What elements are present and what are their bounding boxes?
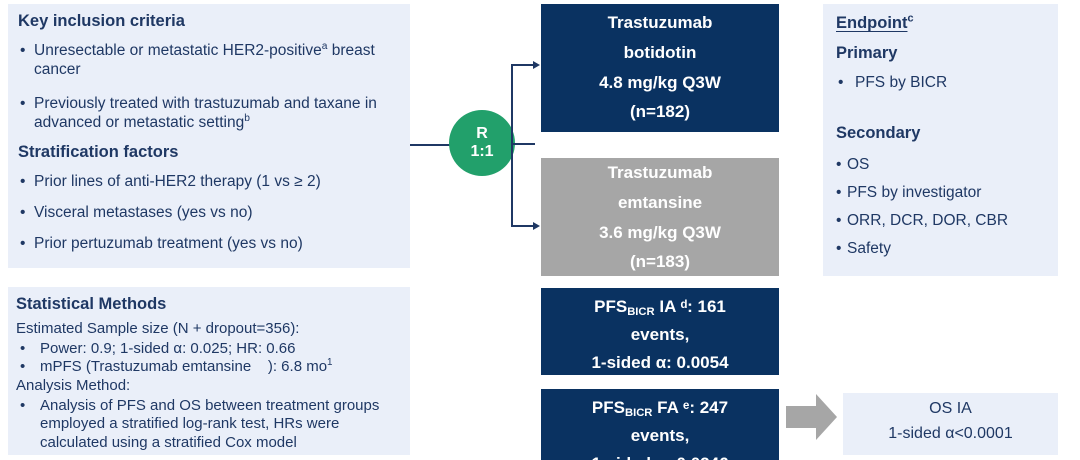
bullet-icon: • <box>20 42 26 59</box>
pfs-fa-subscript: BICR <box>624 407 653 419</box>
os-ia-line-2: 1-sided α<0.0001 <box>888 425 1013 442</box>
arm-1-line-1: emtansine <box>617 192 703 212</box>
connector-trunk-vertical <box>511 64 513 227</box>
stratification-item-0: • Prior lines of anti-HER2 therapy (1 vs… <box>20 173 398 192</box>
block-arrow-icon <box>786 394 837 440</box>
sample-bullet-0: • Power: 0.9; 1-sided α: 0.025; HR: 0.66 <box>20 340 404 358</box>
stratification-item-1-label: Visceral metastases (yes vs no) <box>34 204 253 221</box>
pfs-fa-line-1: PFSBICR FA ᵉ: 247 <box>541 394 779 422</box>
bullet-icon: • <box>836 156 842 173</box>
arm-0-line-3: (n=182) <box>630 102 690 122</box>
inclusion-item-0: • Unresectable or metastatic HER2-positi… <box>20 40 398 80</box>
bullet-icon: • <box>20 95 26 112</box>
bullet-icon: • <box>836 184 842 201</box>
pfs-ia-line-2: events, <box>630 325 690 345</box>
pfs-interim-analysis-box: PFSBICR IA ᵈ: 161 events, 1-sided α: 0.0… <box>541 288 779 375</box>
pfs-fa-line-2: events, <box>630 426 690 446</box>
bullet-icon: • <box>20 204 26 221</box>
arrowhead-top-icon <box>533 61 540 69</box>
pfs-fa-suffix: FA ᵉ: 247 <box>652 398 729 417</box>
analysis-method-line: Analysis Method: <box>16 377 131 394</box>
bullet-icon: • <box>20 235 26 252</box>
randomization-ratio: 1:1 <box>470 143 494 160</box>
secondary-endpoint-item-0-label: OS <box>847 156 870 173</box>
connector-trunk-horizontal <box>513 143 535 145</box>
bullet-icon: • <box>20 340 26 357</box>
arrowhead-bottom-icon <box>533 222 540 230</box>
bullet-icon: • <box>20 397 26 414</box>
arm-0-line-2: 4.8 mg/kg Q3W <box>599 72 721 92</box>
inclusion-criteria-panel <box>8 4 410 268</box>
bullet-icon: • <box>20 173 26 190</box>
inclusion-item-1-label: Previously treated with trastuzumab and … <box>34 95 377 131</box>
bullet-icon: • <box>838 74 844 91</box>
treatment-arm-control: Trastuzumab emtansine 3.6 mg/kg Q3W (n=1… <box>541 158 779 276</box>
stratification-item-2-label: Prior pertuzumab treatment (yes vs no) <box>34 235 303 252</box>
pfs-ia-suffix: IA ᵈ: 161 <box>654 297 726 316</box>
stratification-item-2: • Prior pertuzumab treatment (yes vs no) <box>20 235 398 254</box>
bullet-icon: • <box>836 212 842 229</box>
pfs-ia-line-1: PFSBICR IA ᵈ: 161 <box>541 293 779 321</box>
pfs-final-analysis-box: PFSBICR FA ᵉ: 247 events, 1-sided α: 0.0… <box>541 389 779 460</box>
secondary-endpoint-item-0: • OS <box>836 156 1054 175</box>
pfs-ia-subscript: BICR <box>627 306 655 318</box>
arm-1-line-2: 3.6 mg/kg Q3W <box>599 222 721 242</box>
sample-bullet-0-label: Power: 0.9; 1-sided α: 0.025; HR: 0.66 <box>40 340 296 357</box>
connector-branch-bottom <box>511 225 535 227</box>
pfs-fa-line-3: 1-sided α: 0.0246 <box>541 450 779 460</box>
secondary-endpoint-item-2-label: ORR, DCR, DOR, CBR <box>847 212 1009 229</box>
arm-1-line-3: (n=183) <box>630 252 690 272</box>
secondary-endpoint-item-1-label: PFS by investigator <box>847 184 982 201</box>
statistical-methods-heading: Statistical Methods <box>16 295 167 313</box>
endpoint-title: Endpointc <box>836 12 914 33</box>
endpoint-title-label: Endpoint <box>836 14 908 32</box>
analysis-bullet-0-label: Analysis of PFS and OS between treatment… <box>40 397 380 451</box>
secondary-endpoint-item-2: • ORR, DCR, DOR, CBR <box>836 212 1054 231</box>
pfs-ia-line-3: 1-sided α: 0.0054 <box>591 353 729 373</box>
arm-0-line-1: botidotin <box>623 42 697 62</box>
inclusion-item-0-label: Unresectable or metastatic HER2-positive… <box>34 40 375 78</box>
analysis-bullet-0: • Analysis of PFS and OS between treatme… <box>20 397 404 452</box>
pfs-ia-prefix: PFS <box>594 297 628 316</box>
sample-bullet-1-label: mPFS (Trastuzumab emtansine ): 6.8 mo1 <box>40 357 333 375</box>
connector-branch-top <box>511 64 535 66</box>
primary-endpoint-heading: Primary <box>836 44 898 62</box>
randomization-label: R <box>476 125 488 143</box>
endpoint-title-superscript: c <box>907 12 914 25</box>
secondary-endpoint-item-1: • PFS by investigator <box>836 184 1054 203</box>
connector-panel-to-circle <box>410 144 450 146</box>
inclusion-item-1: • Previously treated with trastuzumab an… <box>20 95 398 133</box>
sample-bullet-1: • mPFS (Trastuzumab emtansine ): 6.8 mo1 <box>20 358 404 376</box>
randomization-circle: R 1:1 <box>449 110 515 176</box>
treatment-arm-experimental: Trastuzumab botidotin 4.8 mg/kg Q3W (n=1… <box>541 4 779 132</box>
inclusion-criteria-heading: Key inclusion criteria <box>18 12 185 30</box>
secondary-endpoint-item-3-label: Safety <box>847 240 891 257</box>
pfs-fa-prefix: PFS <box>591 398 625 417</box>
primary-endpoint-item-0: • PFS by BICR <box>838 74 1053 93</box>
bullet-icon: • <box>836 240 842 257</box>
endpoint-panel <box>823 4 1058 276</box>
stratification-factors-heading: Stratification factors <box>18 143 179 161</box>
bullet-icon: • <box>20 358 26 375</box>
os-interim-analysis-box <box>843 393 1058 455</box>
stratification-item-1: • Visceral metastases (yes vs no) <box>20 204 398 223</box>
secondary-endpoint-heading: Secondary <box>836 124 921 142</box>
os-ia-line-1: OS IA <box>929 400 972 417</box>
arm-1-line-0: Trastuzumab <box>607 163 713 182</box>
stratification-item-0-label: Prior lines of anti-HER2 therapy (1 vs ≥… <box>34 173 321 190</box>
statistical-methods-panel <box>8 287 410 455</box>
primary-endpoint-item-0-label: PFS by BICR <box>855 74 948 91</box>
secondary-endpoint-item-3: • Safety <box>836 240 1054 259</box>
sample-size-line: Estimated Sample size (N + dropout=356): <box>16 320 300 337</box>
arm-0-line-0: Trastuzumab <box>607 13 713 32</box>
